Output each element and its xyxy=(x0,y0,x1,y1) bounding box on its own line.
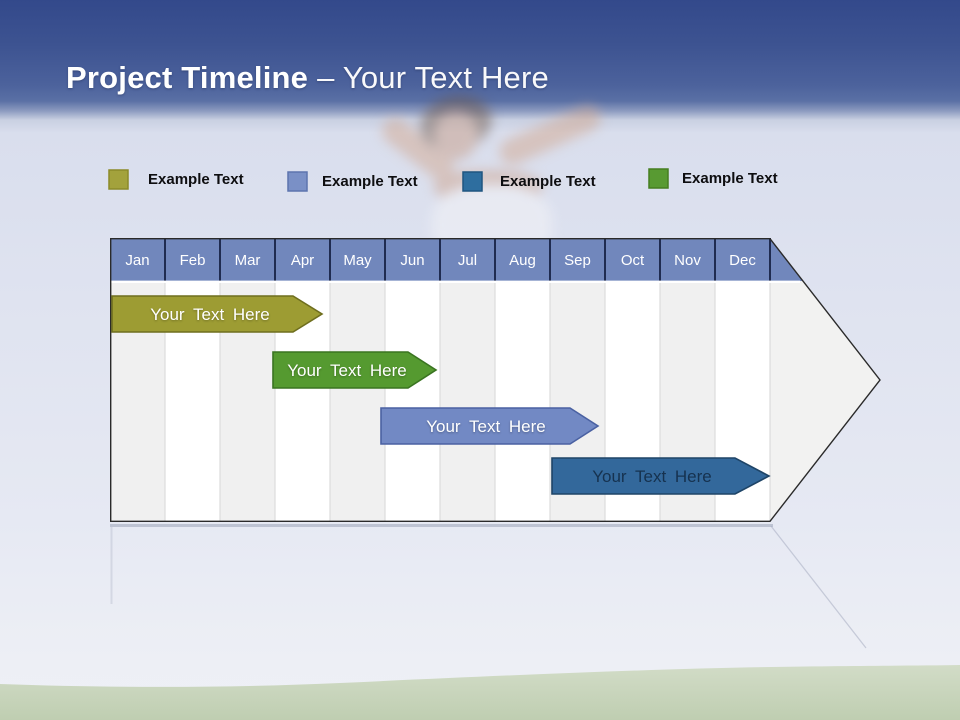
month-label: Mar xyxy=(235,252,261,269)
month-label: Sep xyxy=(564,252,591,269)
month-label: Jul xyxy=(458,252,477,269)
title-accent-text: – Your Text Here xyxy=(317,60,549,95)
month-label: Feb xyxy=(180,252,206,269)
woman-face-shape xyxy=(434,110,478,160)
gantt-bar-label[interactable]: Your Text Here xyxy=(592,467,712,486)
legend-swatch-rect xyxy=(287,171,308,192)
month-column-stripe xyxy=(330,280,385,522)
legend-swatch-rect xyxy=(108,169,129,190)
woman-arm-shape xyxy=(495,101,605,169)
timeline-chart[interactable]: Jan Feb Mar Apr May Jun Jul Aug Sep Oct … xyxy=(110,238,885,525)
legend-item-4[interactable]: Example Text xyxy=(648,168,778,189)
chart-outline xyxy=(110,238,881,522)
table-reflection xyxy=(110,524,867,649)
month-label: Aug xyxy=(509,252,536,269)
legend-item-label: Example Text xyxy=(682,170,778,187)
legend-item-label: Example Text xyxy=(500,173,596,190)
gantt-bar-3[interactable] xyxy=(380,407,600,445)
month-column-stripe xyxy=(440,280,495,522)
gantt-bar-label[interactable]: Your Text Here xyxy=(150,305,270,324)
gantt-bar-label[interactable]: Your Text Here xyxy=(287,361,407,380)
month-label: Jan xyxy=(125,252,149,269)
month-column-stripe xyxy=(385,280,440,522)
month-labels: Jan Feb Mar Apr May Jun Jul Aug Sep Oct … xyxy=(125,252,756,269)
legend-item-label: Example Text xyxy=(148,171,244,188)
month-column-stripe xyxy=(495,280,550,522)
legend-item-2[interactable]: Example Text xyxy=(287,171,418,192)
gantt-bar-4[interactable] xyxy=(551,457,771,495)
gantt-bar-label[interactable]: Your Text Here xyxy=(426,417,546,436)
grass-hill-shape xyxy=(0,665,960,720)
legend-swatch-icon xyxy=(108,169,129,190)
month-label: Nov xyxy=(674,252,701,269)
legend-item-1[interactable]: Example Text xyxy=(108,169,244,190)
month-label: May xyxy=(343,252,372,269)
grass-footer xyxy=(0,665,960,720)
legend-swatch-icon xyxy=(462,171,483,192)
month-label: Dec xyxy=(729,252,756,269)
title-bold-text: Project Timeline xyxy=(66,60,309,95)
legend-swatch-icon xyxy=(287,171,308,192)
gantt-bar-2[interactable] xyxy=(272,351,438,389)
month-label: Jun xyxy=(400,252,424,269)
gantt-bar-1[interactable] xyxy=(111,295,324,333)
legend-item-label: Example Text xyxy=(322,173,418,190)
month-header-bar xyxy=(110,238,803,281)
legend-swatch-icon xyxy=(648,168,669,189)
reflection-diagonal-line xyxy=(770,525,867,649)
column-divider-lines xyxy=(164,280,771,522)
month-label: Oct xyxy=(621,252,645,269)
legend-item-3[interactable]: Example Text xyxy=(462,171,596,192)
legend-swatch-rect xyxy=(648,168,669,189)
month-header-divider-lines xyxy=(164,238,771,281)
legend-swatch-rect xyxy=(462,171,483,192)
page-title[interactable]: Project Timeline– Your Text Here xyxy=(66,60,549,96)
month-label: Apr xyxy=(291,252,314,269)
